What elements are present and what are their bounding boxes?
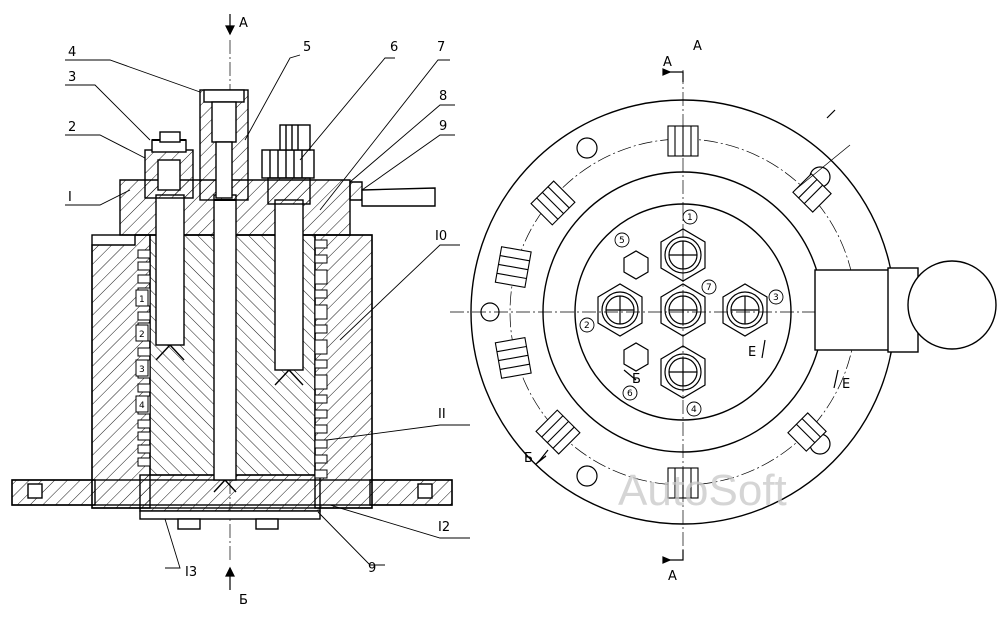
port-number-2: 2 <box>584 321 590 331</box>
port-number-6: 6 <box>627 389 633 399</box>
view-mark-a-plan-arrow-top: А <box>663 55 672 70</box>
seal-slots-right <box>314 239 328 479</box>
view-mark-a-plan-top: А <box>693 39 702 54</box>
view-mark-a-plan-bottom: А <box>668 569 677 584</box>
callout-I3: I3 <box>185 565 197 580</box>
callout-8: 8 <box>439 89 447 104</box>
callout-5: 5 <box>303 40 311 55</box>
slot-boxes <box>135 289 149 413</box>
view-mark-e-outer: Е <box>842 377 850 392</box>
section-arrows <box>225 14 235 590</box>
view-mark-b-plan: Б <box>524 451 533 466</box>
callout-6: 6 <box>390 40 398 55</box>
slot-number-1: 1 <box>139 295 145 305</box>
callout-3: 3 <box>68 70 76 85</box>
plan-section-arrows <box>535 68 851 564</box>
view-mark-b-inner: Б <box>632 372 641 387</box>
base-flange <box>11 479 453 506</box>
callout-9-bottom: 9 <box>368 561 376 576</box>
center-fitting <box>199 89 249 493</box>
section-view <box>11 14 470 590</box>
callout-4: 4 <box>68 45 76 60</box>
radial-fittings <box>494 125 832 499</box>
plan-view <box>450 68 997 564</box>
view-mark-e-inner: Е <box>748 345 756 360</box>
port-number-5: 5 <box>619 236 625 246</box>
right-fitting <box>261 124 315 386</box>
slot-number-3: 3 <box>139 365 145 375</box>
port-number-circles <box>579 209 784 417</box>
watermark: AutoSoft <box>618 466 787 515</box>
inner-ring <box>574 203 792 421</box>
view-mark-a-top: А <box>239 16 248 31</box>
port-number-1: 1 <box>687 213 693 223</box>
port-number-4: 4 <box>691 405 697 415</box>
callout-2: 2 <box>68 120 76 135</box>
callout-I0: I0 <box>435 229 447 244</box>
view-mark-b-bottom: Б <box>239 593 248 608</box>
ports <box>597 228 768 399</box>
leader-lines <box>65 54 470 569</box>
port-number-7: 7 <box>706 283 712 293</box>
slot-number-2: 2 <box>139 330 145 340</box>
port-number-3: 3 <box>773 293 779 303</box>
section-view-labels: А Б 4 3 2 I 5 6 7 8 9 I0 II I2 9 I3 1 2 … <box>68 16 450 608</box>
callout-I2: I2 <box>438 520 450 535</box>
slot-number-4: 4 <box>139 401 145 411</box>
callout-II: II <box>438 407 446 422</box>
callout-9-top: 9 <box>439 119 447 134</box>
plan-view-labels: А А А Б Е Е Б 1 2 3 4 5 6 7 <box>524 39 850 584</box>
left-fitting <box>144 131 194 361</box>
side-lug <box>814 260 997 353</box>
bottom-plate <box>139 474 321 530</box>
callout-I: I <box>68 190 72 205</box>
callout-7: 7 <box>437 40 445 55</box>
